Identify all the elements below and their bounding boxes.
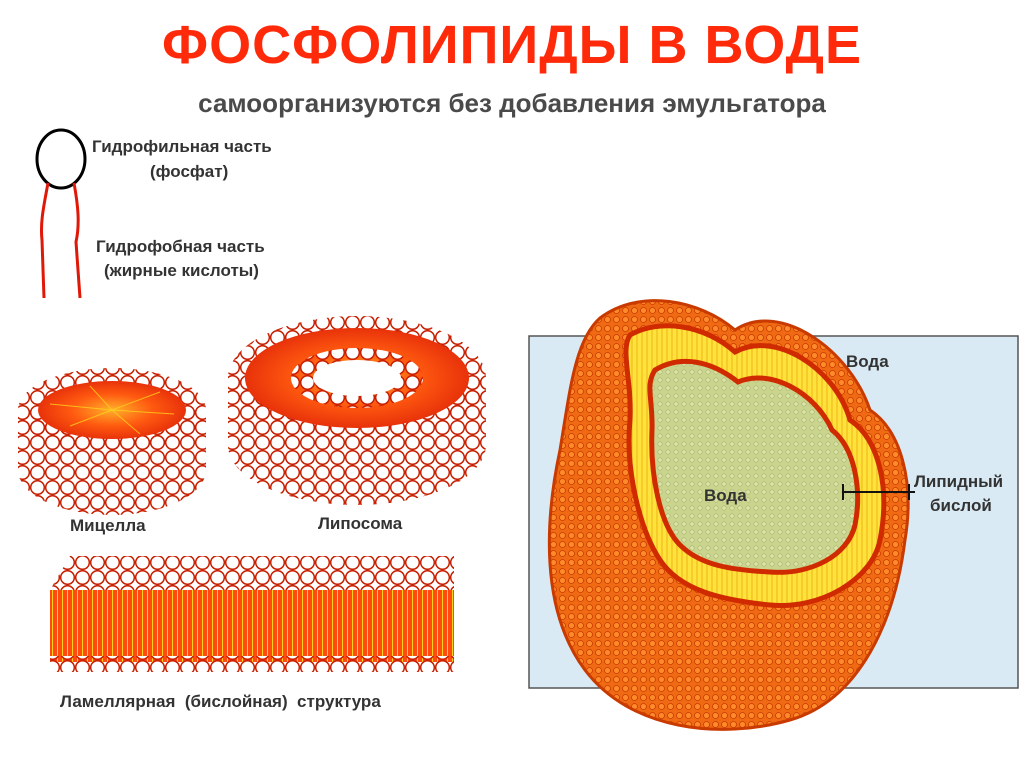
micelle-label: Мицелла: [70, 516, 146, 535]
water-outside-label: Вода: [846, 352, 889, 371]
liposome-diagram: [228, 316, 486, 505]
phospholipid-molecule-icon: [35, 128, 87, 299]
hydrophobic-part-label: Гидрофобная часть: [96, 237, 265, 256]
lamellar-structure-label: Ламеллярная (бислойная) структура: [60, 692, 381, 711]
slide-subtitle: самоорганизуются без добавления эмульгат…: [198, 88, 826, 118]
lipid-bilayer-label-line2: бислой: [930, 496, 992, 515]
hydrophilic-part-sublabel: (фосфат): [150, 162, 229, 181]
hydrophilic-part-label: Гидрофильная часть: [92, 137, 272, 156]
hydrophobic-part-sublabel: (жирные кислоты): [104, 261, 259, 280]
slide-title: ФОСФОЛИПИДЫ В ВОДЕ: [162, 15, 862, 75]
water-inside-label: Вода: [704, 486, 747, 505]
vesicle-diagram: [528, 299, 1019, 731]
micelle-diagram: [18, 368, 206, 515]
liposome-label: Липосома: [318, 514, 403, 533]
lamellar-bilayer-diagram: [50, 556, 454, 672]
lipid-bilayer-label-line1: Липидный: [914, 472, 1004, 491]
